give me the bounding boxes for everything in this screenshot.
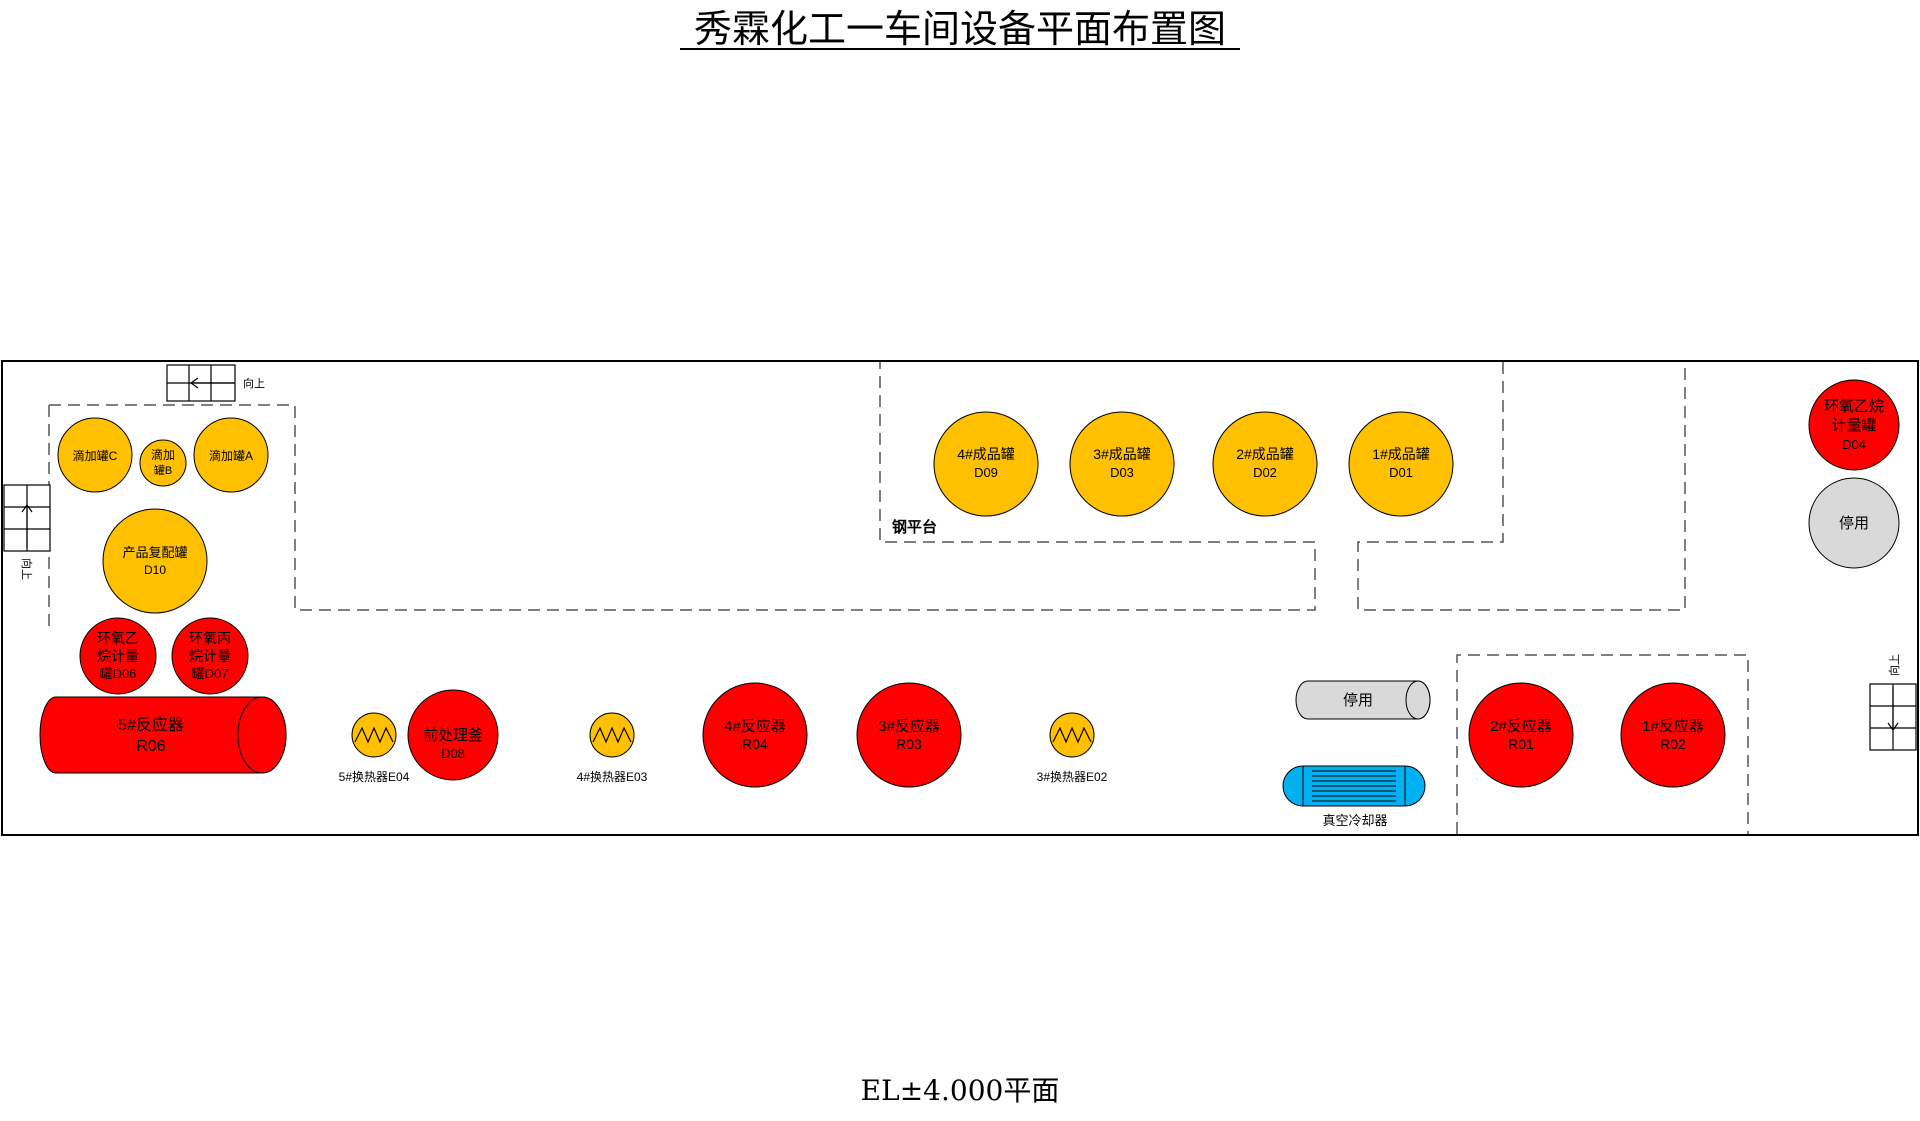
disabled-horizontal-vessel: 停用 [1295,680,1431,720]
d04-label-line3: D04 [1842,437,1866,452]
stair-top: 向上 [166,364,265,402]
d02-label-line1: 2#成品罐 [1236,446,1294,462]
drip-tank-c-label: 滴加罐C [73,448,118,463]
metering-tank-d07: 环氧丙 烷计量 罐D07 [171,617,249,695]
d04-label-line1: 环氧乙烷 [1824,398,1884,415]
d06-label-line2: 烷计量 [97,648,139,664]
r04-label-line2: R04 [742,736,768,752]
vacuum-cooler-label: 真空冷却器 [1322,813,1387,828]
heat-exchanger-e03: 4#换热器E03 [577,712,648,784]
disabled-round-tank: 停用 [1808,477,1900,569]
r01-label-line2: R01 [1508,736,1534,752]
r02-label-line1: 1#反应器 [1642,717,1704,735]
reactor-r03: 3#反应器 R03 [856,682,962,788]
heat-exchanger-e04: 5#换热器E04 [339,712,410,784]
d01-label-line1: 1#成品罐 [1372,446,1430,462]
drip-tank-b: 滴加 罐B [139,439,187,487]
d06-label-line1: 环氧乙 [97,630,139,646]
reactor-r06: 5#反应器 R06 [39,696,287,774]
reactor-r01: 2#反应器 R01 [1468,682,1574,788]
stair-right-label: 向上 [1887,654,1901,676]
finished-tank-d02: 2#成品罐 D02 [1212,411,1318,517]
reactor-r02: 1#反应器 R02 [1620,682,1726,788]
metering-tank-d06: 环氧乙 烷计量 罐D06 [79,617,157,695]
heat-exchanger-e03-coil-icon [592,726,632,744]
disabled-round-tank-label: 停用 [1839,515,1869,532]
reactor-area-boundary [1456,654,1749,834]
pretreatment-kettle-d08: 前处理釜 D08 [407,689,499,781]
metering-tank-d04: 环氧乙烷 计量罐 D04 [1808,379,1900,471]
heat-exchanger-e04-coil-icon [354,726,394,744]
vacuum-cooler: 真空冷却器 [1282,765,1426,828]
drip-tank-b-label-line1: 滴加 [151,447,175,462]
building-outline [1,360,1919,836]
disabled-horizontal-vessel-label: 停用 [1343,692,1373,709]
stair-left-label: 向上 [20,558,34,580]
d03-label-line2: D03 [1110,465,1134,480]
d09-label-line2: D09 [974,465,998,480]
drip-tank-b-label-line2: 罐B [154,464,172,477]
e03-label: 4#换热器E03 [577,770,648,784]
r04-label-line1: 4#反应器 [724,717,786,735]
d09-label-line1: 4#成品罐 [957,446,1015,462]
steel-platform-label: 钢平台 [892,518,937,536]
d04-label-line2: 计量罐 [1831,417,1876,434]
stair-top-label: 向上 [243,376,265,390]
finished-tank-d09: 4#成品罐 D09 [933,411,1039,517]
r03-label-line1: 3#反应器 [878,717,940,735]
d08-label-line1: 前处理釜 [423,727,483,744]
stair-left: 向上 [3,484,51,580]
d03-label-line1: 3#成品罐 [1093,446,1151,462]
d07-label-line1: 环氧丙 [189,630,231,646]
d07-label-line2: 烷计量 [189,648,231,664]
r06-label-line1: 5#反应器 [118,715,184,734]
vacuum-cooler-tube-bundle-icon [1312,770,1396,802]
d01-label-line2: D01 [1389,465,1413,480]
r06-label-line2: R06 [136,738,165,755]
drip-tank-c: 滴加罐C [57,417,133,493]
r03-label-line2: R03 [896,736,922,752]
drip-tank-a: 滴加罐A [193,417,269,493]
d10-label-line1: 产品复配罐 [122,545,187,560]
e02-label: 3#换热器E02 [1037,770,1108,784]
heat-exchanger-e02: 3#换热器E02 [1037,712,1108,784]
d10-label-line2: D10 [144,563,166,577]
left-platform-boundary [49,362,1316,611]
drip-tank-a-label: 滴加罐A [209,448,253,463]
r01-label-line1: 2#反应器 [1490,717,1552,735]
d08-label-line2: D08 [441,746,465,761]
product-blending-tank-d10: 产品复配罐 D10 [102,508,208,614]
elevation-footer: EL±4.000平面 [861,1074,1060,1107]
reactor-r04: 4#反应器 R04 [702,682,808,788]
finished-tank-d01: 1#成品罐 D01 [1348,411,1454,517]
finished-tank-d03: 3#成品罐 D03 [1069,411,1175,517]
e04-label: 5#换热器E04 [339,770,410,784]
stair-right: 向上 [1869,654,1917,751]
right-platform-boundary [1357,362,1686,611]
d02-label-line2: D02 [1253,465,1277,480]
plan-title: 秀霖化工一车间设备平面布置图 [694,7,1226,51]
d06-label-line3: 罐D06 [100,666,137,681]
r02-label-line2: R02 [1660,736,1686,752]
heat-exchanger-e02-coil-icon [1052,726,1092,744]
d07-label-line3: 罐D07 [192,666,229,681]
dashed-platform-areas [48,362,1749,834]
